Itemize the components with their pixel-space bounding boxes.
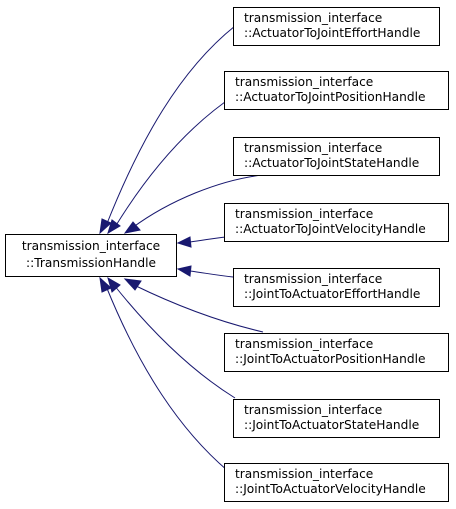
derived-class-name: ::JointToActuatorStateHandle [244,418,419,432]
edge-arrowhead [123,221,141,234]
derived-class-name: ::JointToActuatorEffortHandle [244,287,420,301]
derived-class-namespace: transmission_interface [244,272,382,286]
edge-joint-to-actuator-state [113,284,236,399]
edge-joint-to-actuator-position [133,284,264,333]
edge-joint-to-actuator-velocity [105,285,229,472]
derived-class-namespace: transmission_interface [235,75,373,89]
edge-actuator-to-joint-state [131,174,263,229]
derived-class-namespace: transmission_interface [244,141,382,155]
derived-class-node[interactable]: transmission_interface ::ActuatorToJoint… [224,71,449,110]
edge-arrowhead [176,236,192,248]
base-class-namespace: transmission_interface [22,239,160,253]
edge-arrowhead [123,278,142,291]
derived-class-node[interactable]: transmission_interface ::JointToActuator… [233,399,440,438]
derived-class-node[interactable]: transmission_interface ::ActuatorToJoint… [233,7,440,46]
edge-arrowhead [176,265,192,277]
derived-class-node[interactable]: transmission_interface ::JointToActuator… [233,268,440,307]
edge-actuator-to-joint-effort [105,25,236,227]
derived-class-name: ::ActuatorToJointPositionHandle [235,90,425,104]
derived-class-name: ::ActuatorToJointVelocityHandle [235,222,426,236]
inheritance-edges [99,25,264,472]
derived-class-node[interactable]: transmission_interface ::JointToActuator… [224,333,449,372]
edge-arrowhead [99,276,112,293]
edge-joint-to-actuator-effort [189,270,234,278]
derived-class-namespace: transmission_interface [244,11,382,25]
derived-class-namespace: transmission_interface [235,207,373,221]
derived-class-namespace: transmission_interface [235,467,373,481]
derived-class-node[interactable]: transmission_interface ::ActuatorToJoint… [233,137,440,176]
edge-arrowhead [99,218,112,235]
derived-class-name: ::ActuatorToJointEffortHandle [244,26,420,40]
edge-actuator-to-joint-position [114,94,236,228]
edge-arrowhead [107,219,121,235]
derived-class-namespace: transmission_interface [235,337,373,351]
edge-actuator-to-joint-velocity [189,236,227,243]
base-class-node[interactable]: transmission_interface ::TransmissionHan… [5,234,177,277]
derived-class-name: ::JointToActuatorVelocityHandle [235,482,426,496]
base-class-name: ::TransmissionHandle [26,256,156,270]
derived-class-name: ::ActuatorToJointStateHandle [244,156,419,170]
derived-class-node[interactable]: transmission_interface ::JointToActuator… [224,463,449,502]
derived-class-name: ::JointToActuatorPositionHandle [235,352,425,366]
derived-class-node[interactable]: transmission_interface ::ActuatorToJoint… [224,203,449,242]
derived-class-namespace: transmission_interface [244,403,382,417]
